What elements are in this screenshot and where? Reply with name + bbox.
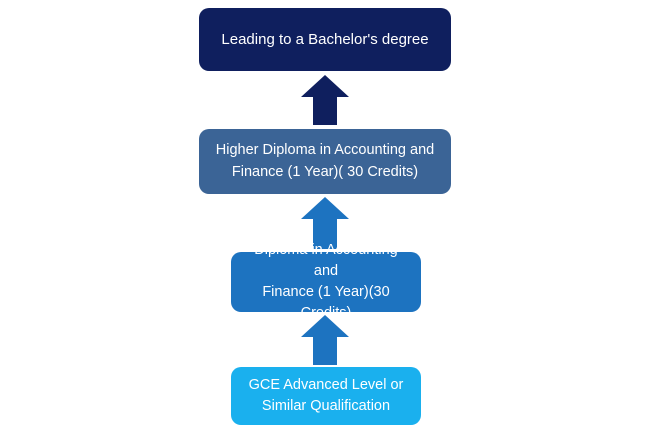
step-higher-diploma: Higher Diploma in Accounting and Finance…	[199, 129, 451, 194]
arrow-up-shape	[301, 315, 349, 365]
arrow-up-shape	[301, 75, 349, 125]
arrow-up-icon	[301, 75, 349, 125]
arrow-up-shape	[301, 197, 349, 249]
step-diploma-line2: Finance (1 Year)(30 Credits)	[262, 284, 390, 322]
step-gce-line1: GCE Advanced Level or	[248, 376, 404, 393]
arrow-up-icon	[301, 197, 349, 249]
step-higher-diploma-line2: Finance (1 Year)( 30 Credits)	[231, 163, 419, 180]
step-gce-line2: Similar Qualification	[261, 398, 391, 414]
step-bachelors-degree-text: Leading to a Bachelor's degree	[221, 30, 429, 48]
step-diploma-line1: Diploma in Accounting and	[254, 241, 398, 279]
step-bachelors-degree: Leading to a Bachelor's degree	[199, 8, 451, 71]
arrow-up-icon	[301, 315, 349, 365]
step-higher-diploma-line1: Higher Diploma in Accounting and	[215, 142, 435, 159]
step-gce-advanced-level: GCE Advanced Level or Similar Qualificat…	[231, 367, 421, 425]
step-diploma: Diploma in Accounting and Finance (1 Yea…	[231, 242, 421, 321]
